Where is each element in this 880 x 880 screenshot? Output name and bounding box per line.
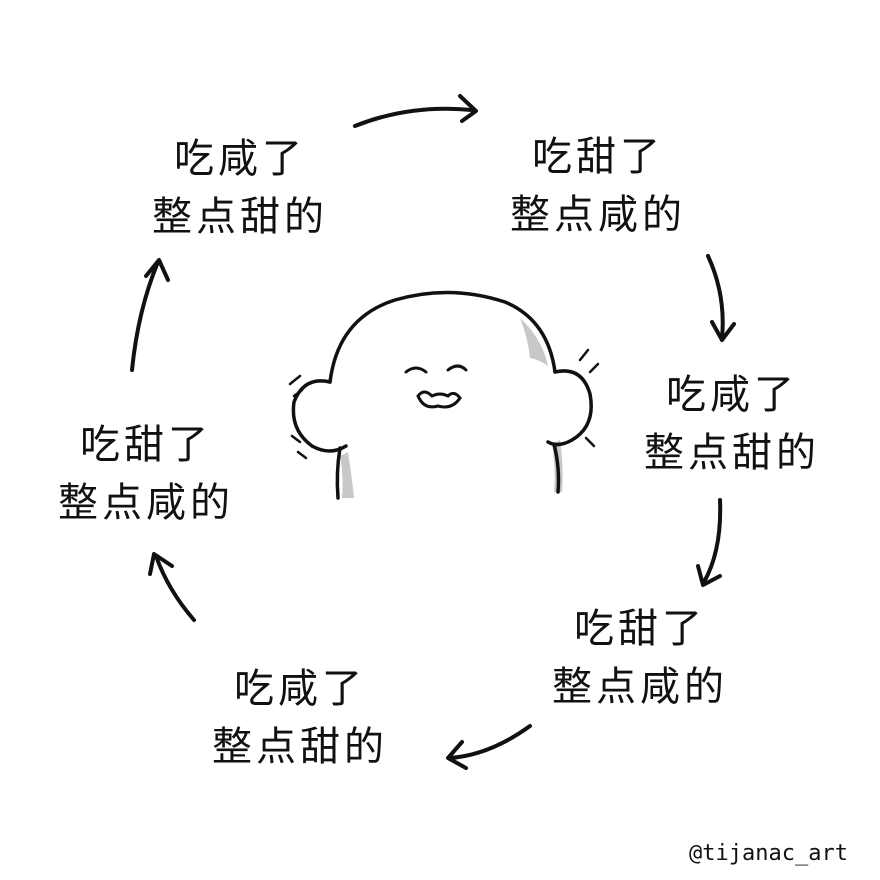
puffed-mouth xyxy=(416,390,462,409)
label-right: 吃咸了 整点甜的 xyxy=(612,366,852,482)
character-head-outline xyxy=(328,290,557,384)
label-left: 吃甜了 整点咸的 xyxy=(26,416,266,532)
label-line-2: 整点甜的 xyxy=(644,430,820,476)
character-right-hand xyxy=(546,369,593,447)
label-bottom-right: 吃甜了 整点咸的 xyxy=(520,600,760,716)
label-line-2: 整点咸的 xyxy=(510,192,686,238)
character-figure xyxy=(288,290,600,500)
label-top-left: 吃咸了 整点甜的 xyxy=(120,130,360,246)
character-body-right xyxy=(552,442,561,494)
label-line-1: 吃咸了 xyxy=(234,666,366,712)
wiggle-marks xyxy=(288,348,600,460)
label-line-1: 吃甜了 xyxy=(80,422,212,468)
arrow-top xyxy=(353,94,478,128)
arrow-left-upper xyxy=(130,258,170,372)
right-eye xyxy=(446,364,468,372)
label-top-right: 吃甜了 整点咸的 xyxy=(478,128,718,244)
label-line-1: 吃咸了 xyxy=(666,372,798,418)
character-body-left xyxy=(335,446,342,500)
label-line-2: 整点甜的 xyxy=(212,724,388,770)
label-line-2: 整点甜的 xyxy=(152,194,328,240)
label-line-2: 整点咸的 xyxy=(552,664,728,710)
arrow-right-lower xyxy=(696,498,723,587)
arrow-bottom xyxy=(446,724,532,770)
artist-watermark: @tijanac_art xyxy=(689,841,848,866)
label-line-1: 吃甜了 xyxy=(574,606,706,652)
arrow-right-upper xyxy=(706,254,736,342)
label-line-1: 吃甜了 xyxy=(532,134,664,180)
cycle-arrows xyxy=(130,94,736,770)
left-eye xyxy=(404,366,428,374)
label-line-1: 吃咸了 xyxy=(174,136,306,182)
label-bottom-left: 吃咸了 整点甜的 xyxy=(180,660,420,776)
arrow-left-lower xyxy=(148,552,196,622)
character-shadow xyxy=(340,318,563,498)
character-left-hand xyxy=(291,379,348,453)
character-face xyxy=(404,364,468,409)
label-line-2: 整点咸的 xyxy=(58,480,234,526)
